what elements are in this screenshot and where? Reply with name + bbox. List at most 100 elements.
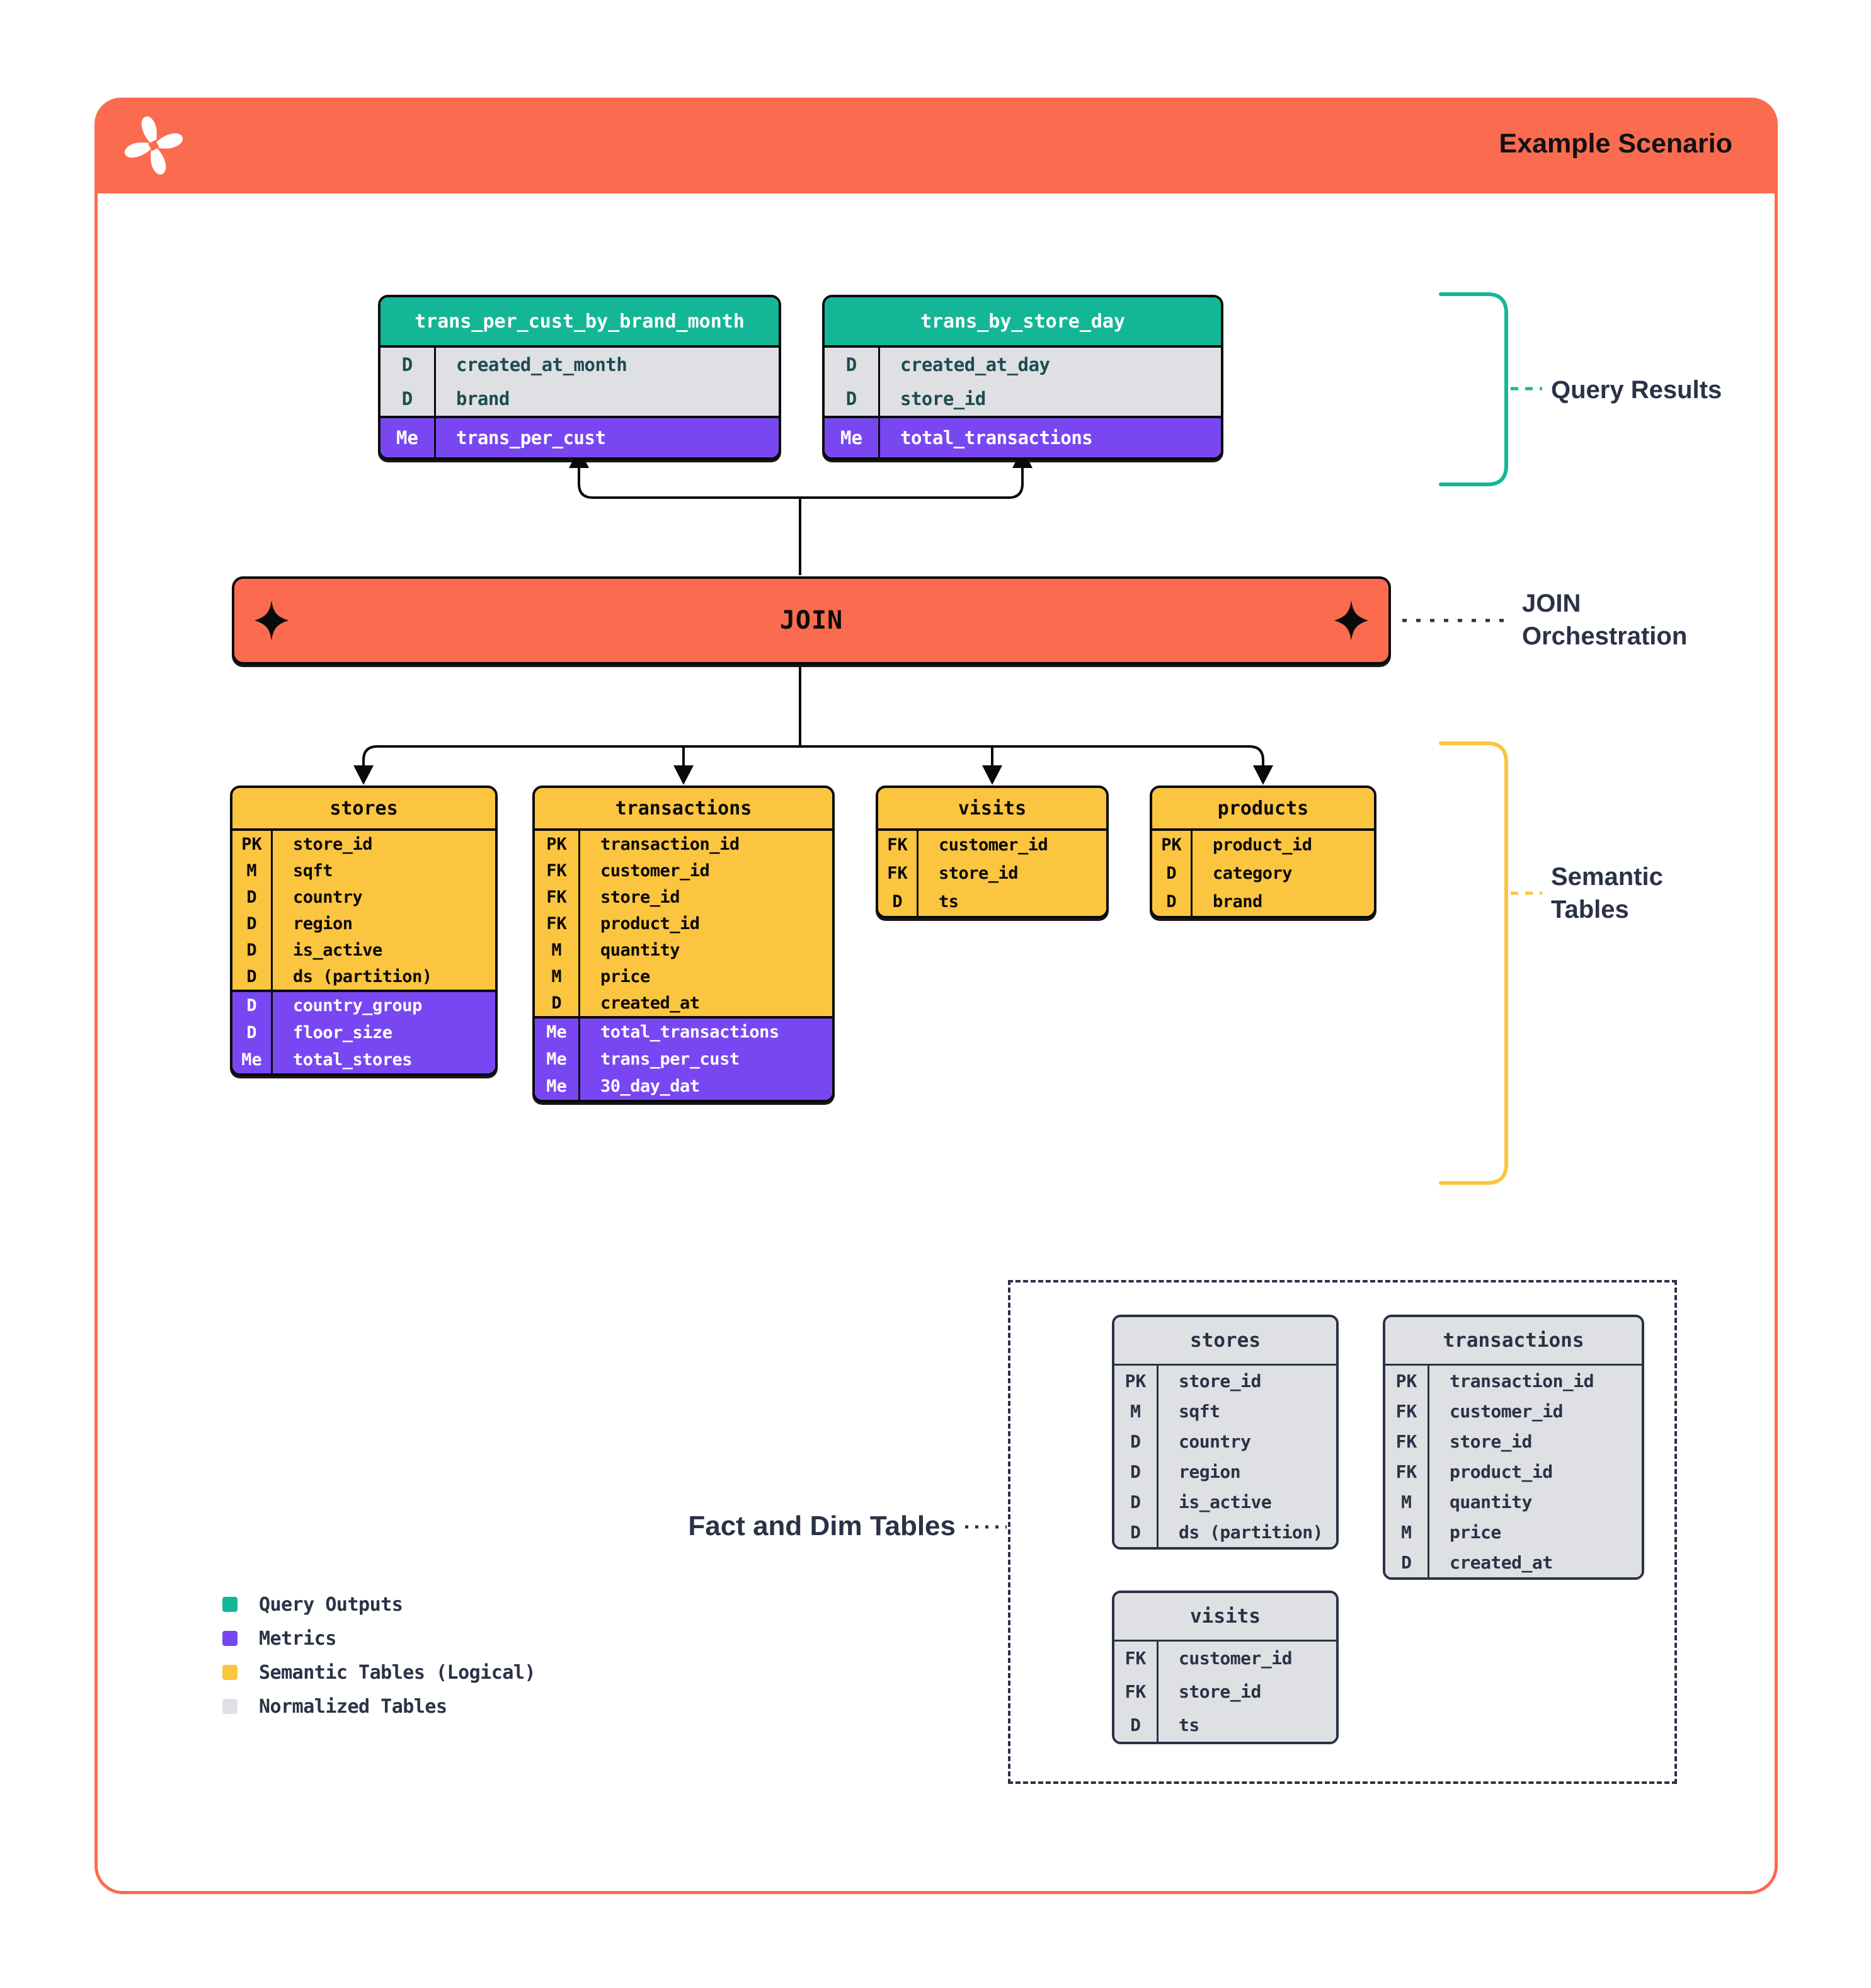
- field-name: store_id: [1450, 1431, 1532, 1452]
- annotation-query-results: Query Results: [1551, 376, 1722, 404]
- key-badge: FK: [878, 859, 918, 888]
- legend-item: Semantic Tables (Logical): [222, 1655, 536, 1689]
- legend-label: Semantic Tables (Logical): [259, 1661, 536, 1684]
- annotation-join-orchestration: JOIN Orchestration: [1522, 587, 1687, 653]
- field-name: region: [293, 913, 353, 934]
- field-name: quantity: [600, 940, 680, 960]
- field-name: country: [1179, 1431, 1251, 1452]
- key-badge: M: [232, 857, 273, 884]
- legend-swatch: [222, 1699, 237, 1714]
- metrics-section: Me trans_per_cust: [380, 416, 779, 457]
- key-badge: Me: [535, 1046, 580, 1073]
- field-name: trans_per_cust: [600, 1049, 740, 1069]
- key-badge: PK: [1152, 831, 1193, 859]
- key-badge: PK: [232, 831, 273, 857]
- table-row: Me trans_per_cust: [380, 418, 779, 457]
- join-label: JOIN: [779, 606, 844, 635]
- key-badge: D: [232, 963, 273, 990]
- sparkle-diamond-icon: [1334, 600, 1368, 641]
- annotation-line: Orchestration: [1522, 622, 1688, 650]
- field-name: is_active: [1179, 1491, 1272, 1512]
- legend-item: Metrics: [222, 1621, 535, 1655]
- field-name: brand: [1213, 892, 1262, 911]
- key-badge: Me: [535, 1073, 580, 1100]
- table-row: FK store_id: [878, 859, 1106, 888]
- field-name: product_id: [1450, 1461, 1553, 1482]
- field-name: customer_id: [1179, 1648, 1292, 1669]
- key-badge: FK: [1385, 1396, 1429, 1426]
- key-badge: D: [1152, 888, 1193, 916]
- normalized-tables-group-box: [1008, 1280, 1677, 1784]
- field-name: country: [293, 887, 363, 907]
- table-row: FK customer_id: [1385, 1396, 1642, 1426]
- field-name: ds (partition): [1179, 1521, 1324, 1543]
- table-title: stores: [1114, 1317, 1336, 1364]
- annotation-fact-dim-tables: Fact and Dim Tables: [688, 1511, 956, 1541]
- legend-swatch: [222, 1665, 237, 1680]
- field-name: product_id: [600, 913, 700, 934]
- key-badge: M: [1114, 1396, 1159, 1426]
- semantic-tables-bracket: [1439, 741, 1508, 1185]
- legend-swatch: [222, 1631, 237, 1646]
- key-badge: PK: [535, 831, 580, 857]
- field-name: store_id: [1179, 1681, 1261, 1702]
- field-name: customer_id: [600, 860, 710, 881]
- key-badge: FK: [1385, 1456, 1429, 1487]
- arrowhead-down-products: [1253, 765, 1273, 785]
- key-badge: FK: [1385, 1426, 1429, 1456]
- field-name: ts: [939, 892, 959, 911]
- key-badge: FK: [535, 884, 580, 910]
- key-badge: M: [1385, 1487, 1429, 1517]
- field-name: trans_per_cust: [456, 427, 606, 448]
- field-name: ts: [1179, 1715, 1199, 1735]
- table-row: PK transaction_id: [535, 831, 832, 857]
- legend-item: Query Outputs: [222, 1587, 535, 1621]
- field-name: sqft: [1179, 1400, 1220, 1422]
- field-name: transaction_id: [600, 834, 740, 854]
- field-name: store_id: [939, 864, 1019, 883]
- key-badge: D: [878, 888, 918, 916]
- key-badge: Me: [380, 418, 436, 457]
- field-name: customer_id: [1450, 1400, 1563, 1422]
- key-badge: FK: [878, 831, 918, 859]
- pinwheel-logo-icon: [124, 116, 183, 175]
- table-row: Me trans_per_cust: [535, 1046, 832, 1073]
- key-badge: Me: [825, 418, 880, 457]
- join-node: JOIN: [232, 576, 1391, 665]
- key-badge: FK: [535, 910, 580, 937]
